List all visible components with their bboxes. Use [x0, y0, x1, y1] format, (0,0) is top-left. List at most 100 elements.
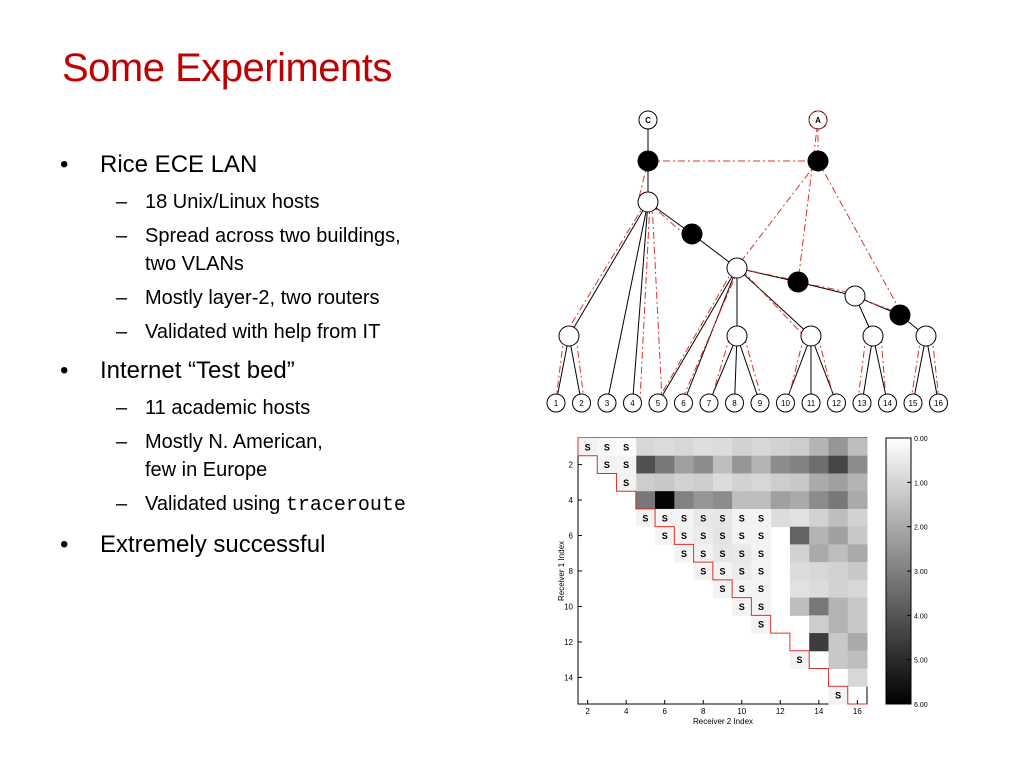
tree-leaf-label: 7	[707, 399, 712, 408]
y-tick-label: 6	[569, 532, 574, 541]
heatmap-s-marker: S	[719, 567, 725, 577]
tree-node-open	[726, 257, 748, 279]
sub-bullet-text: 11 academic hosts	[145, 397, 311, 419]
tree-node-open	[726, 325, 748, 347]
tree-root-estimate	[808, 110, 828, 130]
tree-node-open	[862, 325, 884, 347]
tree-leaf-node	[852, 393, 872, 413]
heatmap-diagonal-boundary	[577, 438, 867, 705]
heatmap-s-cell	[712, 508, 733, 528]
heatmap-cell	[809, 526, 829, 545]
heatmap-s-cell	[693, 562, 714, 581]
heatmap-s-cell	[751, 562, 772, 581]
tree-edge	[925, 335, 939, 404]
tree-estimated-edges	[555, 119, 940, 401]
tree-leaf-label: 9	[758, 399, 763, 408]
heatmap-s-marker: S	[758, 549, 764, 559]
heatmap-cell	[635, 455, 656, 474]
heatmap-cell	[732, 455, 752, 474]
heatmap-cell	[712, 473, 733, 492]
heatmap-cell	[732, 438, 752, 457]
x-tick-label: 10	[737, 707, 746, 716]
heatmap-cell	[693, 473, 714, 492]
heatmap-cell	[693, 455, 714, 474]
heatmap-cell	[828, 650, 849, 670]
heatmap-s-cell	[674, 526, 695, 545]
heatmap-cell	[655, 455, 675, 474]
tree-node-router	[681, 223, 703, 245]
heatmap-cell	[847, 544, 868, 563]
heatmap-cell	[751, 473, 772, 492]
heatmap-cell	[674, 491, 695, 510]
heatmap-cell	[789, 455, 810, 474]
tree-edge	[683, 267, 738, 404]
heatmap-cell	[751, 438, 772, 457]
heatmap-cell	[828, 473, 849, 492]
heatmap-s-cell	[655, 508, 675, 528]
heatmap-cell	[751, 455, 772, 474]
x-tick-label: 4	[624, 707, 629, 716]
heatmap-cell	[828, 562, 849, 581]
tree-estimated-edge	[651, 201, 663, 401]
x-tick-label: 14	[814, 707, 823, 716]
heatmap-s-cell	[751, 544, 772, 563]
heatmap-s-cell	[828, 686, 849, 705]
heatmap-cell	[732, 491, 752, 510]
sub-bullet: Validated with help from IT	[100, 318, 520, 346]
heatmap-s-cell	[693, 508, 714, 528]
heatmap-cell	[789, 526, 810, 545]
y-tick-label: 2	[569, 461, 574, 470]
heatmap-cell	[809, 544, 829, 563]
heatmap-s-marker: S	[700, 531, 706, 541]
tree-edge	[632, 201, 649, 404]
heatmap-cell	[828, 597, 849, 616]
tree-leaf-label: 10	[781, 399, 790, 408]
tree-edge	[810, 335, 837, 404]
heatmap-cell	[770, 491, 791, 510]
sub-bullet-text-line2: few in Europe	[145, 459, 268, 481]
heatmap-cell	[789, 438, 810, 457]
heatmap-cells	[578, 438, 868, 705]
heatmap-cell	[809, 455, 829, 474]
heatmap-cell	[751, 491, 772, 510]
heatmap-cell	[655, 438, 675, 457]
heatmap-s-marker: S	[700, 513, 706, 523]
bullet-text: Internet “Test bed”	[100, 357, 295, 384]
heatmap-cell	[828, 544, 849, 563]
heatmap-s-marker: S	[623, 460, 629, 470]
heatmap-s-marker: S	[719, 584, 725, 594]
heatmap-s-cell	[732, 579, 752, 599]
colorbar-tick-label: 2.00	[914, 525, 928, 532]
tree-leaf-node	[725, 393, 744, 413]
sub-bullet-text: 18 Unix/Linux hosts	[145, 191, 320, 213]
heatmap-s-marker: S	[681, 531, 687, 541]
x-tick-label: 2	[585, 707, 590, 716]
sub-bullet-text: Mostly N. American,	[145, 431, 323, 453]
sub-bullet: Mostly N. American, few in Europe	[100, 428, 520, 484]
heatmap-cell	[674, 473, 695, 492]
heatmap-cell	[809, 615, 829, 634]
tree-leaf-node	[878, 393, 897, 413]
colorbar-tick-label: 3.00	[914, 569, 928, 576]
heatmap-s-marker: S	[719, 549, 725, 559]
heatmap-s-marker: S	[797, 655, 803, 665]
heatmap-s-cell	[712, 526, 733, 545]
heatmap-s-cell	[693, 526, 714, 545]
heatmap-cell	[847, 650, 868, 670]
heatmap-cell	[828, 438, 849, 457]
tree-estimated-edge	[797, 119, 819, 283]
heatmap-cell	[655, 473, 675, 492]
tree-estimated-edge	[931, 335, 940, 401]
heatmap-cell	[655, 491, 675, 510]
tree-node-open	[844, 285, 866, 307]
bullet-rice-ece-lan: Rice ECE LAN 18 Unix/Linux hosts Spread …	[60, 150, 520, 346]
heatmap-s-cell	[789, 650, 810, 670]
x-tick-label: 16	[853, 707, 862, 716]
heatmap-s-cell	[712, 562, 733, 581]
tree-node-open	[800, 325, 822, 347]
heatmap-s-cell	[616, 473, 637, 492]
colorbar-ticks: 0.001.002.003.004.005.006.00	[907, 436, 928, 709]
heatmap-s-marker: S	[758, 513, 764, 523]
colorbar-tick-label: 0.00	[914, 436, 928, 443]
